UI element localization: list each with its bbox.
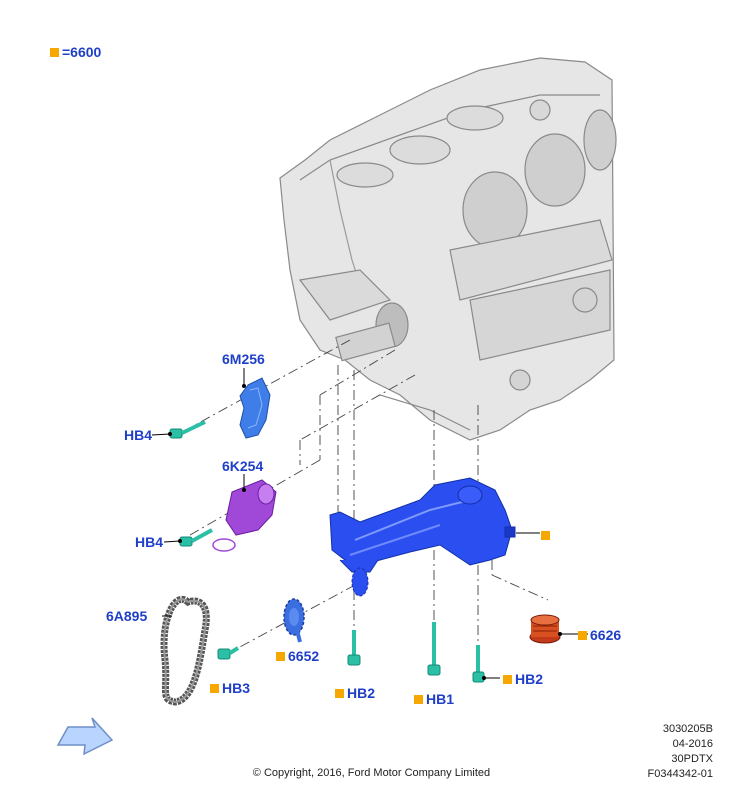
legend-marker-icon [50,47,59,57]
engine-block [279,57,617,441]
label-hb4-lower: HB4 [135,534,164,550]
leader-dots [168,384,562,680]
code-1: 3030205B [662,723,713,735]
oil-pump-assembly [329,477,516,573]
label-hb2-right-text: HB2 [515,671,544,687]
marker-icon [335,688,344,698]
label-hb4-upper: HB4 [124,427,153,443]
figure-id: F0344342-01 [647,768,713,780]
bolt-hb4-upper [169,420,206,439]
label-hb2-right: HB2 [503,671,543,687]
marker-icon [414,694,423,704]
marker-icon [578,630,587,640]
figure-meta: 3030205B 04-2016 30PDTX F0344342-01 [648,722,713,782]
date: 04-2016 [672,738,713,750]
legend: =6600 [50,44,101,60]
part-6a895-chain [160,596,210,706]
label-6652: 6652 [276,648,319,664]
model-code: 30PDTX [671,753,713,765]
label-6k254: 6K254 [222,458,264,474]
part-6626-seal [529,614,561,644]
label-hb1-text: HB1 [426,691,455,707]
part-6652-gear [283,567,369,643]
label-6626: 6626 [578,627,621,643]
label-hb3: HB3 [210,680,250,696]
label-6600-marker [541,527,553,543]
marker-icon [210,683,219,693]
direction-arrow-icon [56,717,114,756]
bolt-hb3 [217,646,240,660]
label-6m256: 6M256 [222,351,265,367]
label-hb2-center-text: HB2 [347,685,376,701]
label-hb3-text: HB3 [222,680,251,696]
marker-icon [276,651,285,661]
label-6a895: 6A895 [106,608,148,624]
marker-icon [503,674,512,684]
label-6626-text: 6626 [590,627,622,643]
part-6m256 [239,377,271,439]
copyright: © Copyright, 2016, Ford Motor Company Li… [252,767,491,779]
label-hb1: HB1 [414,691,454,707]
bolt-hb1 [427,622,441,676]
marker-icon [541,530,550,540]
legend-text: =6600 [62,44,102,60]
bolt-hb2-center [347,630,361,666]
bolt-hb2-right [472,645,485,683]
label-6652-text: 6652 [288,648,320,664]
label-hb2-center: HB2 [335,685,375,701]
bolt-hb4-lower [179,528,213,547]
part-6k254 [212,479,277,552]
